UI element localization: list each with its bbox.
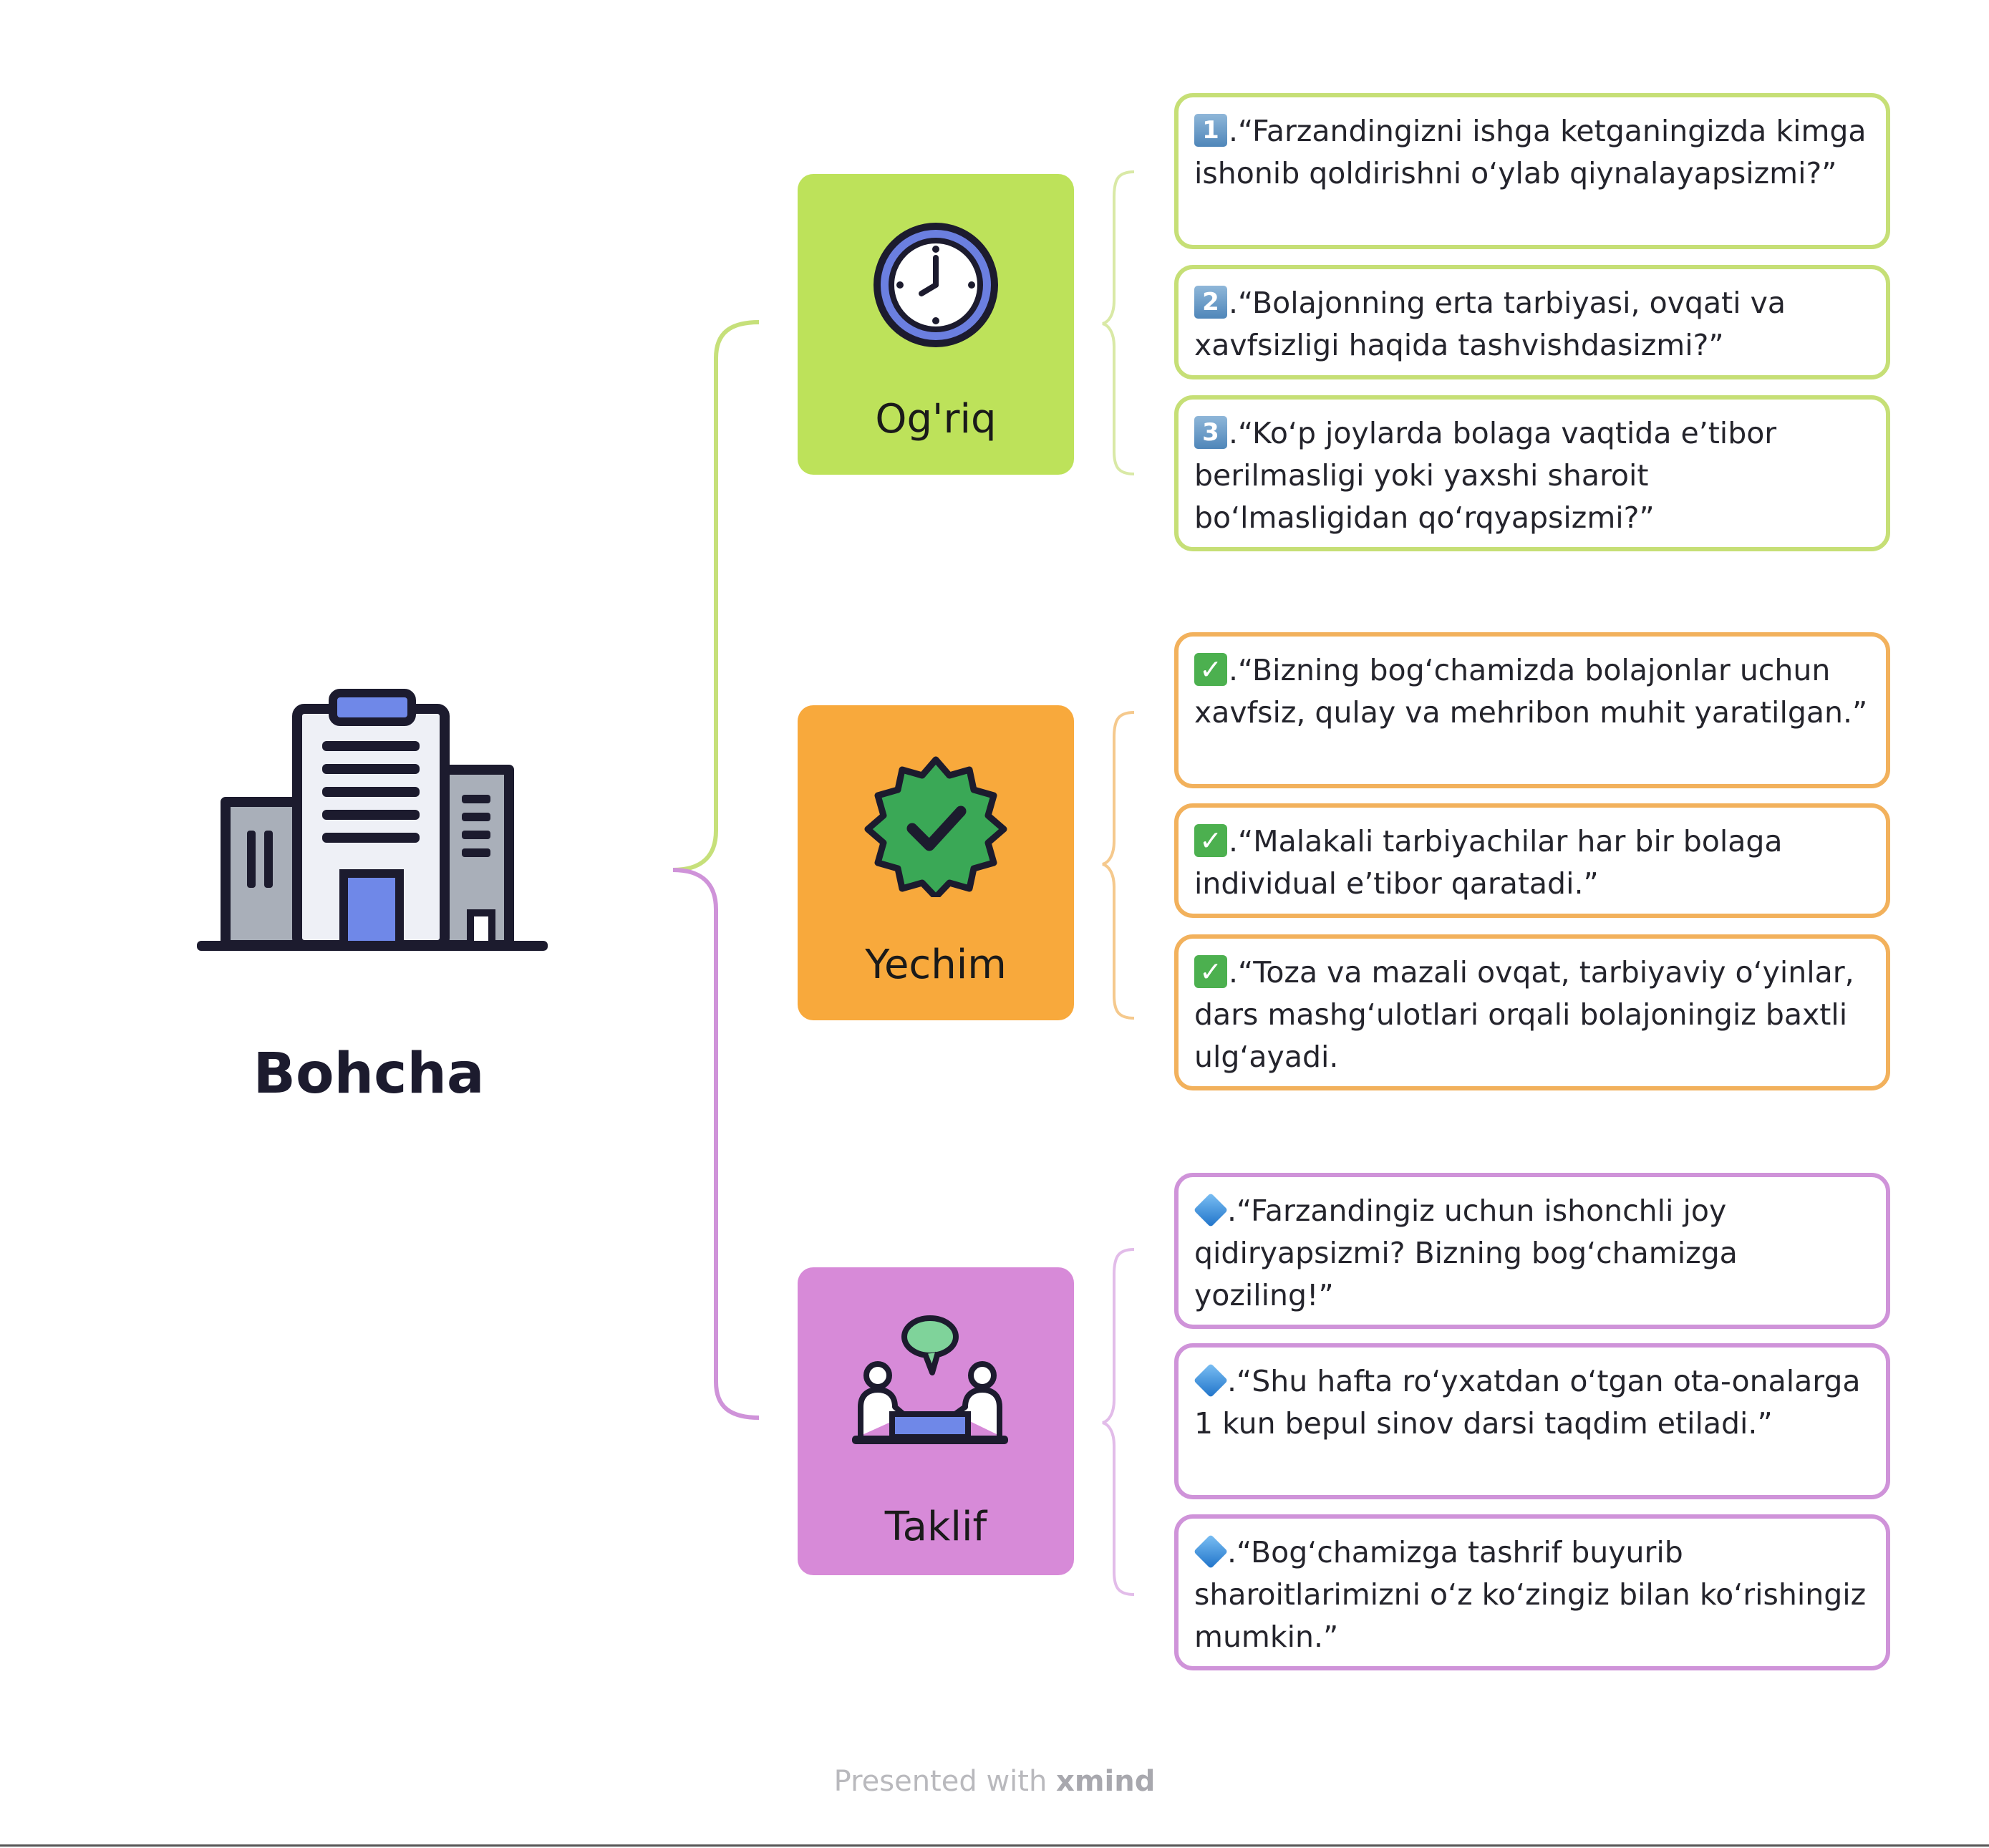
blue-diamond-icon [1193,1363,1229,1398]
branch-ogriq[interactable]: Og'riq [798,174,1074,475]
taklif-card-1: .“Farzandingiz uchun ishonchli joy qidir… [1174,1173,1890,1329]
ogriq-card-1: 1.“Farzandingizni ishga ketganingizda ki… [1174,93,1890,249]
footer-credit: Presented with xmind [0,1765,1989,1798]
footer-prefix: Presented with [833,1765,1057,1798]
blue-diamond-icon [1193,1534,1229,1569]
check-mark-icon: ✓ [1194,824,1227,857]
root-title: Bohcha [253,1042,485,1106]
keycap-3-icon: 3 [1194,416,1227,449]
taklif-card-2: .“Shu hafta ro‘yxatdan o‘tgan ota-onalar… [1174,1343,1890,1499]
taklif-card-2-text: .“Shu hafta ro‘yxatdan o‘tgan ota-onalar… [1194,1364,1861,1441]
branch-yechim-label: Yechim [865,942,1007,988]
yechim-card-2-text: .“Malakali tarbiyachilar har bir bolaga … [1194,824,1783,901]
blue-diamond-icon [1193,1192,1229,1228]
yechim-card-3-text: .“Toza va mazali ovqat, tarbiyaviy o‘yin… [1194,955,1854,1074]
ogriq-card-1-text: .“Farzandingizni ishga ketganingizda kim… [1194,114,1867,190]
branch-taklif[interactable]: Taklif [798,1267,1074,1575]
keycap-1-icon: 1 [1194,114,1227,147]
verified-badge-icon [864,756,1007,897]
bottom-divider [0,1844,1989,1847]
yechim-card-1: ✓.“Bizning bog‘chamizda bolajonlar uchun… [1174,632,1890,788]
keycap-2-icon: 2 [1194,286,1227,319]
ogriq-card-3-text: .“Ko‘p joylarda bolaga vaqtida e’tibor b… [1194,416,1777,535]
clock-icon [873,223,998,347]
check-mark-icon: ✓ [1194,955,1227,988]
branch-ogriq-label: Og'riq [875,396,997,442]
check-mark-icon: ✓ [1194,653,1227,686]
bracket-taklif [1102,1248,1135,1596]
footer-brand[interactable]: xmind [1056,1765,1156,1798]
taklif-card-3-text: .“Bog‘chamizga tashrif buyurib sharoitla… [1194,1535,1867,1654]
office-building-icon [197,689,548,951]
taklif-card-3: .“Bog‘chamizga tashrif buyurib sharoitla… [1174,1514,1890,1670]
taklif-card-1-text: .“Farzandingiz uchun ishonchli joy qidir… [1194,1194,1738,1312]
yechim-card-2: ✓.“Malakali tarbiyachilar har bir bolaga… [1174,803,1890,918]
yechim-card-3: ✓.“Toza va mazali ovqat, tarbiyaviy o‘yi… [1174,934,1890,1090]
bracket-ogriq [1102,170,1135,475]
ogriq-card-2: 2.“Bolajonning erta tarbiyasi, ovqati va… [1174,265,1890,379]
connector-taklif [672,868,760,1420]
yechim-card-1-text: .“Bizning bog‘chamizda bolajonlar uchun … [1194,653,1868,730]
connector-ogriq [672,320,760,872]
ogriq-card-3: 3.“Ko‘p joylarda bolaga vaqtida e’tibor … [1174,395,1890,551]
meeting-consultation-icon [852,1315,1008,1444]
branch-taklif-label: Taklif [884,1504,987,1550]
ogriq-card-2-text: .“Bolajonning erta tarbiyasi, ovqati va … [1194,286,1786,362]
bracket-yechim [1102,711,1135,1020]
branch-yechim[interactable]: Yechim [798,705,1074,1020]
